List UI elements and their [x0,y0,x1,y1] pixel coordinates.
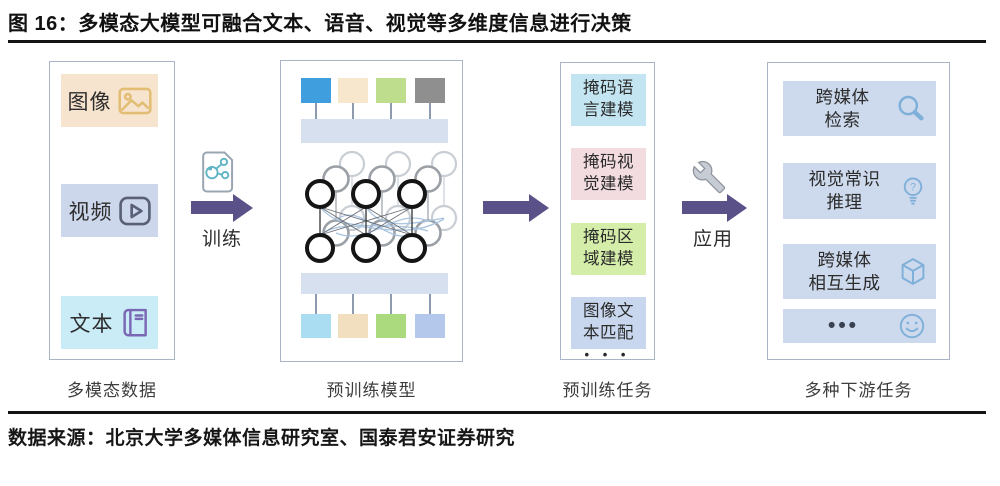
embedding-bar-top [301,119,448,143]
connector-line [429,103,431,119]
token-square [301,314,331,338]
apply-arrow-label: 应用 [692,229,733,250]
token-square [415,78,445,103]
source-divider [8,411,986,414]
downstream-box-generation: 跨媒体 相互生成 [783,244,936,299]
train-arrow-shaft [191,201,233,214]
panel-downstream-tasks: 跨媒体 检索 视觉常识 推理 ? [767,62,950,360]
task-box-masked-vision: 掩码视 觉建模 [571,148,646,200]
svg-text:?: ? [910,181,916,193]
connector-line [390,294,392,314]
tasks-ellipsis: • • • [584,347,631,362]
embedding-bar-bottom [301,273,448,294]
book-icon [122,308,147,336]
connector-line [390,103,392,119]
caption-downstream-tasks: 多种下游任务 [804,381,913,400]
panel-pretraining-tasks: 掩码语 言建模 掩码视 觉建模 掩码区 域建模 图像文 本匹配 • • • [560,62,655,362]
panel-multimodal-data: 图像 视频 文本 [49,61,175,360]
token-square [338,314,368,338]
video-play-icon [118,196,151,225]
apply-arrow-shaft [682,201,727,214]
connector-line [352,294,354,314]
data-item-label: 图像 [67,90,112,114]
downstream-label: 跨媒体 检索 [815,86,870,130]
magnifier-icon [896,94,926,124]
connector-line [315,294,317,314]
figure-title: 图 16：多模态大模型可融合文本、语音、视觉等多维度信息进行决策 [8,13,632,35]
arrow-shaft [483,201,529,214]
downstream-box-reasoning: 视觉常识 推理 ? [783,163,936,219]
connector-line [429,294,431,314]
downstream-label: 视觉常识 推理 [808,169,881,212]
train-arrow-head [233,194,253,222]
data-item-image: 图像 [61,74,158,127]
data-item-label: 文本 [69,312,114,336]
data-source: 数据来源：北京大学多媒体信息研究室、国泰君安证券研究 [8,428,516,449]
downstream-ellipsis: ••• [827,314,860,338]
task-box-masked-language: 掩码语 言建模 [571,74,646,126]
panel-pretrained-model [280,60,463,362]
neural-network-icon [305,150,458,263]
smiley-icon [898,312,926,340]
wrench-icon [692,160,726,194]
caption-multimodal-data: 多模态数据 [67,381,157,400]
caption-pretraining-tasks: 预训练任务 [562,381,653,400]
downstream-label: 跨媒体 相互生成 [808,249,881,293]
token-square [301,78,331,103]
cube-icon [900,257,926,286]
token-square [338,78,368,103]
arrow-head [529,194,549,222]
image-icon [117,87,152,114]
train-arrow-label: 训练 [201,229,242,250]
connector-line [352,103,354,119]
downstream-box-retrieval: 跨媒体 检索 [783,81,936,136]
data-item-text: 文本 [61,296,158,349]
downstream-box-more: ••• [783,309,936,343]
token-square [415,314,445,338]
bulb-question-icon: ? [900,176,926,207]
connector-line [315,103,317,119]
caption-pretrained-model: 预训练模型 [326,381,417,400]
data-item-label: 视频 [68,200,113,224]
task-box-masked-region: 掩码区 域建模 [571,223,646,275]
apply-arrow-head [727,194,747,222]
token-square [376,78,406,103]
data-item-video: 视频 [61,184,158,237]
molecule-chip-icon [202,151,234,193]
task-box-image-text-match: 图像文 本匹配 [571,297,646,349]
token-square [376,314,406,338]
title-divider [8,40,986,43]
